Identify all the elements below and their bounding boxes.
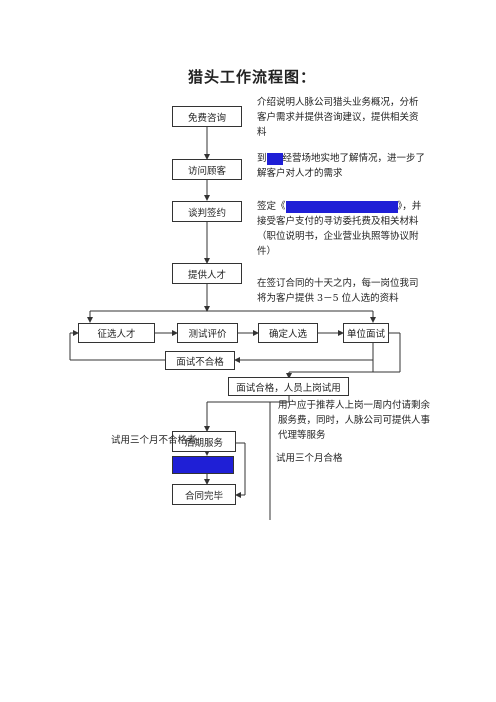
node-highlighted [172, 456, 234, 474]
node-visit-client: 访问顾客 [172, 159, 242, 180]
note-provide-talent: 在签订合同的十天之内，每一岗位我司将为客户提供 3－5 位人选的资料 [257, 278, 419, 304]
note-sign-pre: 签定《 [257, 201, 286, 212]
node-recruit-talent: 征选人才 [78, 323, 155, 343]
note-trial-pass: 试用三个月合格 [276, 453, 343, 464]
note-free-consult: 介绍说明人脉公司猎头业务概况，分析客户需求并提供咨询建议，提供相关资料 [257, 97, 419, 138]
node-provide-talent: 提供人才 [172, 263, 242, 284]
node-after-service: 后期服务 [172, 431, 236, 452]
node-negotiate-sign: 谈判签约 [172, 201, 242, 222]
note-visit-highlight [266, 152, 283, 165]
note-visit-client: 到经营场地实地了解情况，进一步了解客户对人才的需求 [257, 151, 427, 181]
note-negotiate-sign: 签定《》，并接受客户支付的寻访委托费及相关材料（职位说明书，企业营业执照等协议附… [257, 199, 427, 259]
note-sign-highlight [285, 200, 398, 213]
node-contract-done: 合同完毕 [172, 484, 236, 505]
note-sign-post: 》，并接受客户支付的寻访委托费及相关材料（职位说明书，企业营业执照等协议附件） [257, 201, 422, 257]
node-free-consult: 免费咨询 [172, 106, 242, 127]
node-interview-pass: 面试合格，人员上岗试用 [228, 377, 349, 396]
page-title: 猎头工作流程图： [188, 68, 317, 86]
note-after-service: 用户应于推荐人上岗一周内付请剩余服务费，同时，人脉公司可提供人事代理等服务 [278, 400, 431, 441]
node-client-interview: 单位面试 [343, 323, 389, 343]
note-visit-pre: 到 [257, 153, 267, 164]
node-confirm-candidate: 确定人选 [258, 323, 318, 343]
node-test-eval: 测试评价 [177, 323, 238, 343]
node-interview-fail: 面试不合格 [165, 351, 235, 370]
note-visit-post: 经营场地实地了解情况，进一步了解客户对人才的需求 [257, 153, 426, 179]
note-trial-fail: 试用三个月不合格者 [111, 435, 197, 446]
